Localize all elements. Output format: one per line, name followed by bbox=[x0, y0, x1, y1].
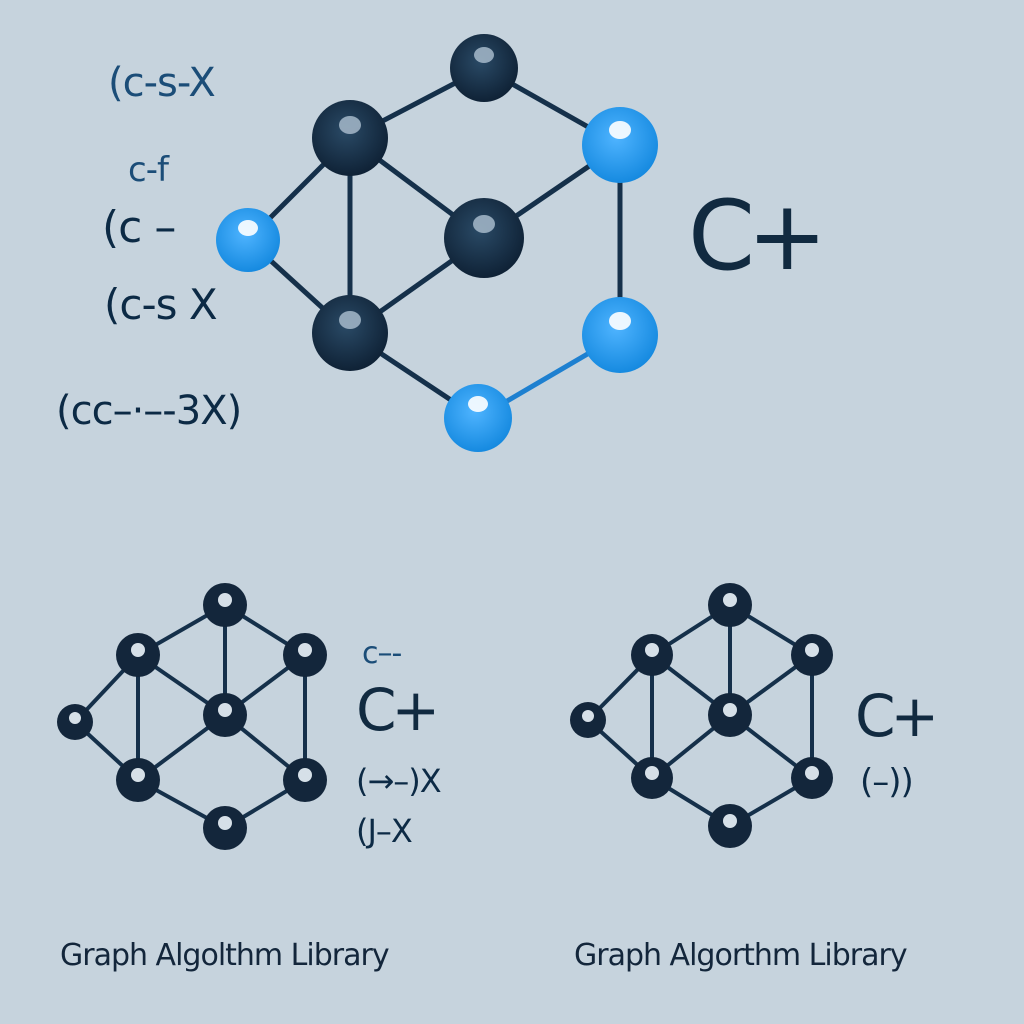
graph-node bbox=[312, 100, 388, 176]
graph-node-highlight bbox=[582, 297, 658, 373]
graph-node bbox=[444, 198, 524, 278]
brand-title: C+ bbox=[855, 682, 939, 750]
code-label: (→–)X bbox=[356, 762, 442, 800]
bottom-left-graph-nodes bbox=[57, 583, 327, 850]
code-label: c-f bbox=[128, 150, 169, 190]
code-label: (c-s-X bbox=[108, 60, 216, 106]
bottom-right-graph-nodes bbox=[570, 583, 833, 848]
code-label: (cc–·–-3X) bbox=[56, 388, 242, 434]
code-label: c–- bbox=[362, 636, 402, 671]
brand-title: C+ bbox=[356, 676, 440, 744]
bottom-right-graph bbox=[586, 603, 814, 828]
top-graph bbox=[246, 65, 623, 421]
code-label: (c – bbox=[102, 202, 176, 253]
graph-node-highlight bbox=[444, 384, 512, 452]
code-label: (c-s X bbox=[104, 280, 218, 329]
graph-node-highlight bbox=[582, 107, 658, 183]
library-caption: Graph Algolthm Library bbox=[60, 938, 390, 973]
code-label: (J–X bbox=[356, 812, 413, 850]
top-graph-nodes bbox=[216, 34, 658, 452]
graph-node-highlight bbox=[216, 208, 280, 272]
graph-node bbox=[450, 34, 518, 102]
brand-title: C+ bbox=[688, 180, 827, 292]
library-caption: Graph Algorthm Library bbox=[574, 938, 908, 973]
bottom-left-graph bbox=[73, 603, 307, 830]
graph-node bbox=[312, 295, 388, 371]
code-label: (–)) bbox=[860, 762, 914, 802]
